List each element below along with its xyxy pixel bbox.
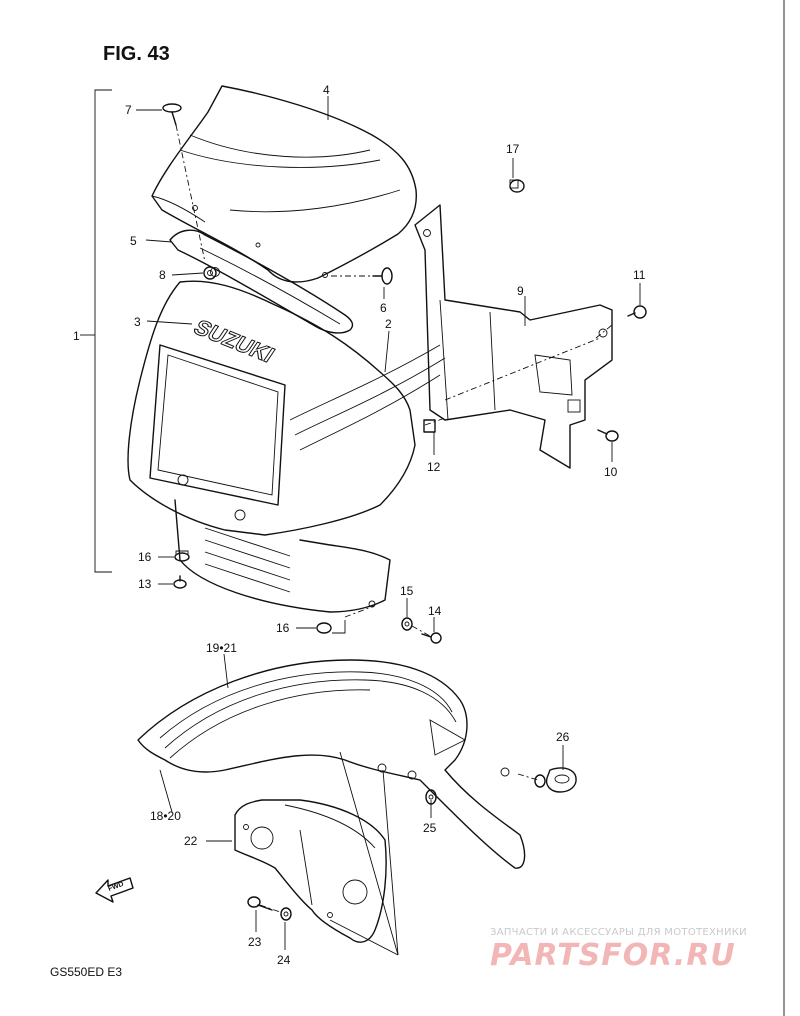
fastener-screw-10 — [597, 429, 619, 442]
part-front-fender — [137, 659, 526, 869]
callout-22: 22 — [184, 834, 198, 848]
fwd-arrow-label: FWD — [107, 881, 124, 893]
watermark-site: PARTSFOR.RU — [490, 938, 736, 973]
fastener-grommet-17 — [509, 179, 525, 193]
part-windscreen — [151, 85, 417, 283]
callout-26: 26 — [556, 730, 570, 744]
callout-8: 8 — [159, 268, 166, 282]
callout-17: 17 — [506, 142, 520, 156]
callout-25: 25 — [423, 821, 437, 835]
fastener-screw-6 — [372, 267, 393, 285]
callout-13: 13 — [138, 577, 152, 591]
model-code: GS550ED E3 — [50, 965, 122, 979]
callout-24: 24 — [277, 953, 291, 967]
callout-15: 15 — [400, 584, 414, 598]
fastener-grommet-16a — [174, 550, 190, 562]
callout-16-lower: 16 — [276, 621, 290, 635]
callout-12: 12 — [427, 460, 441, 474]
part-fender-brace — [234, 799, 387, 943]
watermark-tagline: ЗАПЧАСТИ И АКСЕССУАРЫ ДЛЯ МОТОТЕХНИКИ — [490, 927, 747, 938]
part-upper-cowl: SUZUKI — [127, 267, 446, 613]
figure-title: FIG. 43 — [103, 43, 170, 65]
callout-23: 23 — [248, 935, 262, 949]
callout-11: 11 — [633, 268, 646, 282]
part-cowl-bracket — [414, 204, 613, 469]
fastener-washer-24 — [280, 907, 292, 921]
callout-9: 9 — [517, 284, 524, 298]
fastener-screw-13 — [173, 575, 187, 589]
callout-3: 3 — [134, 315, 141, 329]
callout-7: 7 — [125, 103, 132, 117]
fastener-screw-7 — [162, 103, 182, 126]
fastener-grommet-16b — [316, 622, 332, 634]
callout-labels: 1 2 3 4 5 6 7 8 9 10 11 12 13 14 15 16 1… — [73, 83, 646, 967]
fastener-bolt-23 — [247, 896, 273, 911]
callout-1: 1 — [73, 329, 80, 343]
callout-19-21: 19•21 — [206, 641, 237, 655]
callout-4: 4 — [323, 83, 330, 97]
watermark: ЗАПЧАСТИ И АКСЕССУАРЫ ДЛЯ МОТОТЕХНИКИ PA… — [490, 927, 747, 973]
fastener-screw-11 — [627, 305, 647, 319]
part-guide-26 — [534, 767, 577, 793]
callout-2: 2 — [385, 317, 392, 331]
callout-5: 5 — [130, 234, 137, 248]
part-windscreen-trim — [169, 229, 354, 334]
fastener-washer-15 — [401, 617, 413, 631]
callout-14: 14 — [428, 604, 442, 618]
part-clip-nut-12 — [423, 419, 436, 433]
assembly-bracket — [80, 89, 112, 573]
fwd-arrow-icon: FWD — [95, 877, 134, 903]
callout-10: 10 — [604, 465, 618, 479]
leader-lines — [136, 96, 641, 956]
fastener-screw-14 — [421, 632, 442, 644]
callout-16-upper: 16 — [138, 550, 152, 564]
assembly-dash-lines — [175, 124, 613, 913]
callout-6: 6 — [380, 301, 387, 315]
callout-18-20: 18•20 — [150, 809, 181, 823]
fastener-nut-8 — [203, 266, 217, 280]
